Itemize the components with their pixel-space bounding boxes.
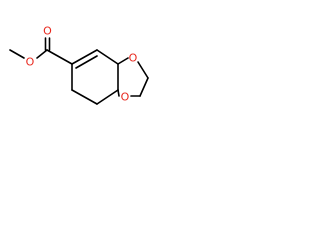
ketal-oxygen-top-label: O <box>129 52 138 65</box>
ketal-oxygen-top-atom: O <box>129 52 138 65</box>
carbonyl-oxygen-atom: O <box>43 25 52 38</box>
bond-ester-oxygen-carbonyl-carbon <box>36 49 48 59</box>
ester-oxygen-atom: O <box>26 56 35 69</box>
bond-oxygen-top-ch2 <box>137 61 149 79</box>
atoms: O O O O <box>26 25 138 104</box>
bond-spiro-oxygen-top <box>117 57 129 65</box>
bond-oxygen-bottom-spiro <box>117 89 120 97</box>
molecule-structure: O O O O <box>9 25 149 105</box>
ester-oxygen-label: O <box>26 56 35 69</box>
bond-ring-c1-c2-inner <box>75 55 98 69</box>
ketal-oxygen-bottom-atom: O <box>121 91 130 104</box>
bond-ring-c1-c2 <box>71 49 98 65</box>
carbonyl-oxygen-label: O <box>43 25 52 38</box>
bond-ring-c5-c6 <box>71 89 98 105</box>
ketal-oxygen-bottom-label: O <box>121 91 130 104</box>
bond-ring-c4-c5 <box>96 89 119 105</box>
bonds <box>9 37 149 105</box>
bond-ring-c2-c3 <box>96 49 119 65</box>
bond-ch2-ch2 <box>139 77 149 97</box>
bond-methyl-ester-oxygen <box>9 49 25 59</box>
bond-carbonyl-ring <box>46 49 73 65</box>
